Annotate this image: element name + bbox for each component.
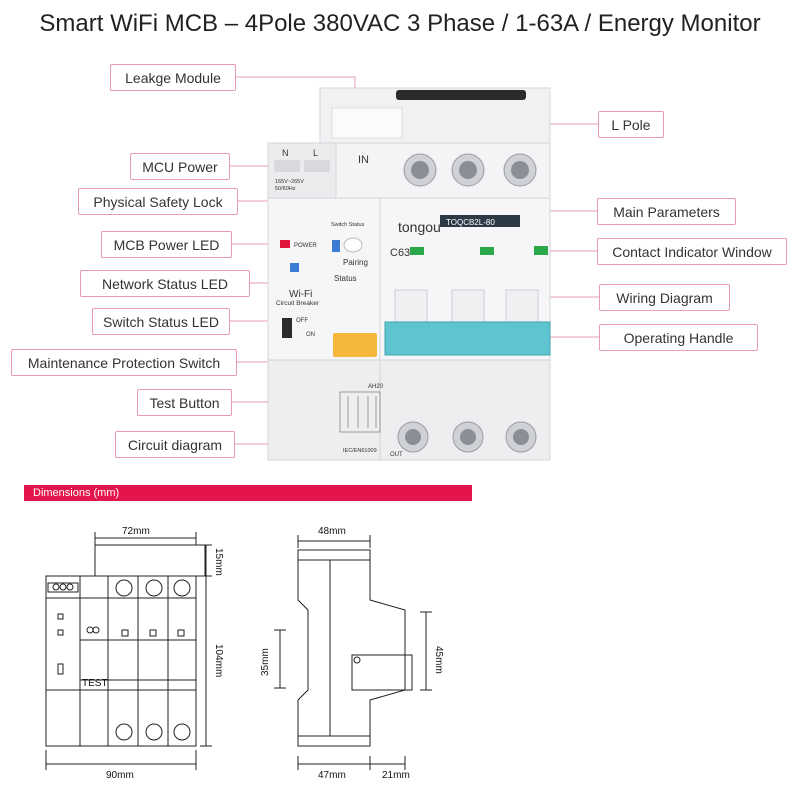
power-led-label: POWER [294, 243, 317, 249]
switch-status-text: Switch Status [331, 222, 365, 228]
dim-front-width: 72mm [122, 526, 150, 537]
callout-wiring-diagram: Wiring Diagram [599, 284, 730, 311]
model-label: TOQCB2L-80 [446, 218, 495, 227]
dimensions-header-bar: Dimensions (mm) [24, 485, 472, 501]
front-view-drawing [45, 544, 206, 747]
side-view-drawing [297, 549, 413, 747]
power-spec-2: 50/60Hz [275, 186, 296, 192]
callout-test-button: Test Button [137, 389, 232, 416]
page-title: Smart WiFi MCB – 4Pole 380VAC 3 Phase / … [39, 10, 761, 37]
dim-total-width: 90mm [106, 770, 134, 781]
callout-contact-indicator-window: Contact Indicator Window [597, 238, 787, 265]
ah-label: AH20 [368, 384, 384, 390]
callout-maintenance-protection-switch: Maintenance Protection Switch [11, 349, 237, 376]
l-label: L [313, 148, 318, 158]
callout-switch-status-led: Switch Status LED [92, 308, 230, 335]
callout-circuit-diagram: Circuit diagram [115, 431, 235, 458]
brand-label: tongou [398, 219, 441, 235]
in-label: IN [358, 154, 369, 166]
callout-physical-safety-lock: Physical Safety Lock [78, 188, 238, 215]
dimensions-header: Dimensions (mm) [33, 487, 120, 499]
out-label: OUT [390, 452, 403, 458]
dim-side-top: 48mm [318, 526, 346, 537]
wifi-line2: Circuit Breaker [276, 300, 320, 307]
test-label: TEST [82, 678, 108, 689]
dim-height: 104mm [213, 644, 224, 677]
power-led [280, 240, 290, 248]
pairing-text: Pairing [343, 258, 368, 267]
callout-main-parameters: Main Parameters [597, 198, 736, 225]
power-spec-1: 165V~265V [275, 179, 304, 185]
operating-handle [384, 321, 551, 356]
circuit-diagram [339, 391, 381, 433]
top-terminals [403, 153, 537, 187]
standard-label: IEC/EN61009 [343, 448, 377, 454]
off-text: OFF [296, 318, 308, 324]
n-label: N [282, 148, 289, 158]
dim-side-left: 35mm [260, 648, 271, 676]
callout-operating-handle: Operating Handle [599, 324, 758, 351]
dim-side-right: 45mm [433, 646, 444, 674]
rating-label: C63 [390, 247, 410, 259]
bottom-terminals [397, 421, 537, 453]
callout-mcb-power-led: MCB Power LED [101, 231, 232, 258]
contact-indicator-window [534, 246, 548, 255]
callout-network-status-led: Network Status LED [80, 270, 250, 297]
dim-side-bottom-right: 21mm [382, 770, 410, 781]
maintenance-switch [333, 333, 377, 357]
callout-mcu-power: MCU Power [130, 153, 230, 180]
callout-l-pole: L Pole [598, 111, 664, 138]
dim-side-bottom-left: 47mm [318, 770, 346, 781]
network-led [290, 263, 299, 272]
status-text: Status [334, 274, 357, 283]
dim-top-offset: 15mm [213, 548, 224, 576]
wifi-line1: Wi-Fi [289, 289, 312, 300]
on-text: ON [306, 332, 315, 338]
callout-leakage-module: Leakge Module [110, 64, 236, 91]
